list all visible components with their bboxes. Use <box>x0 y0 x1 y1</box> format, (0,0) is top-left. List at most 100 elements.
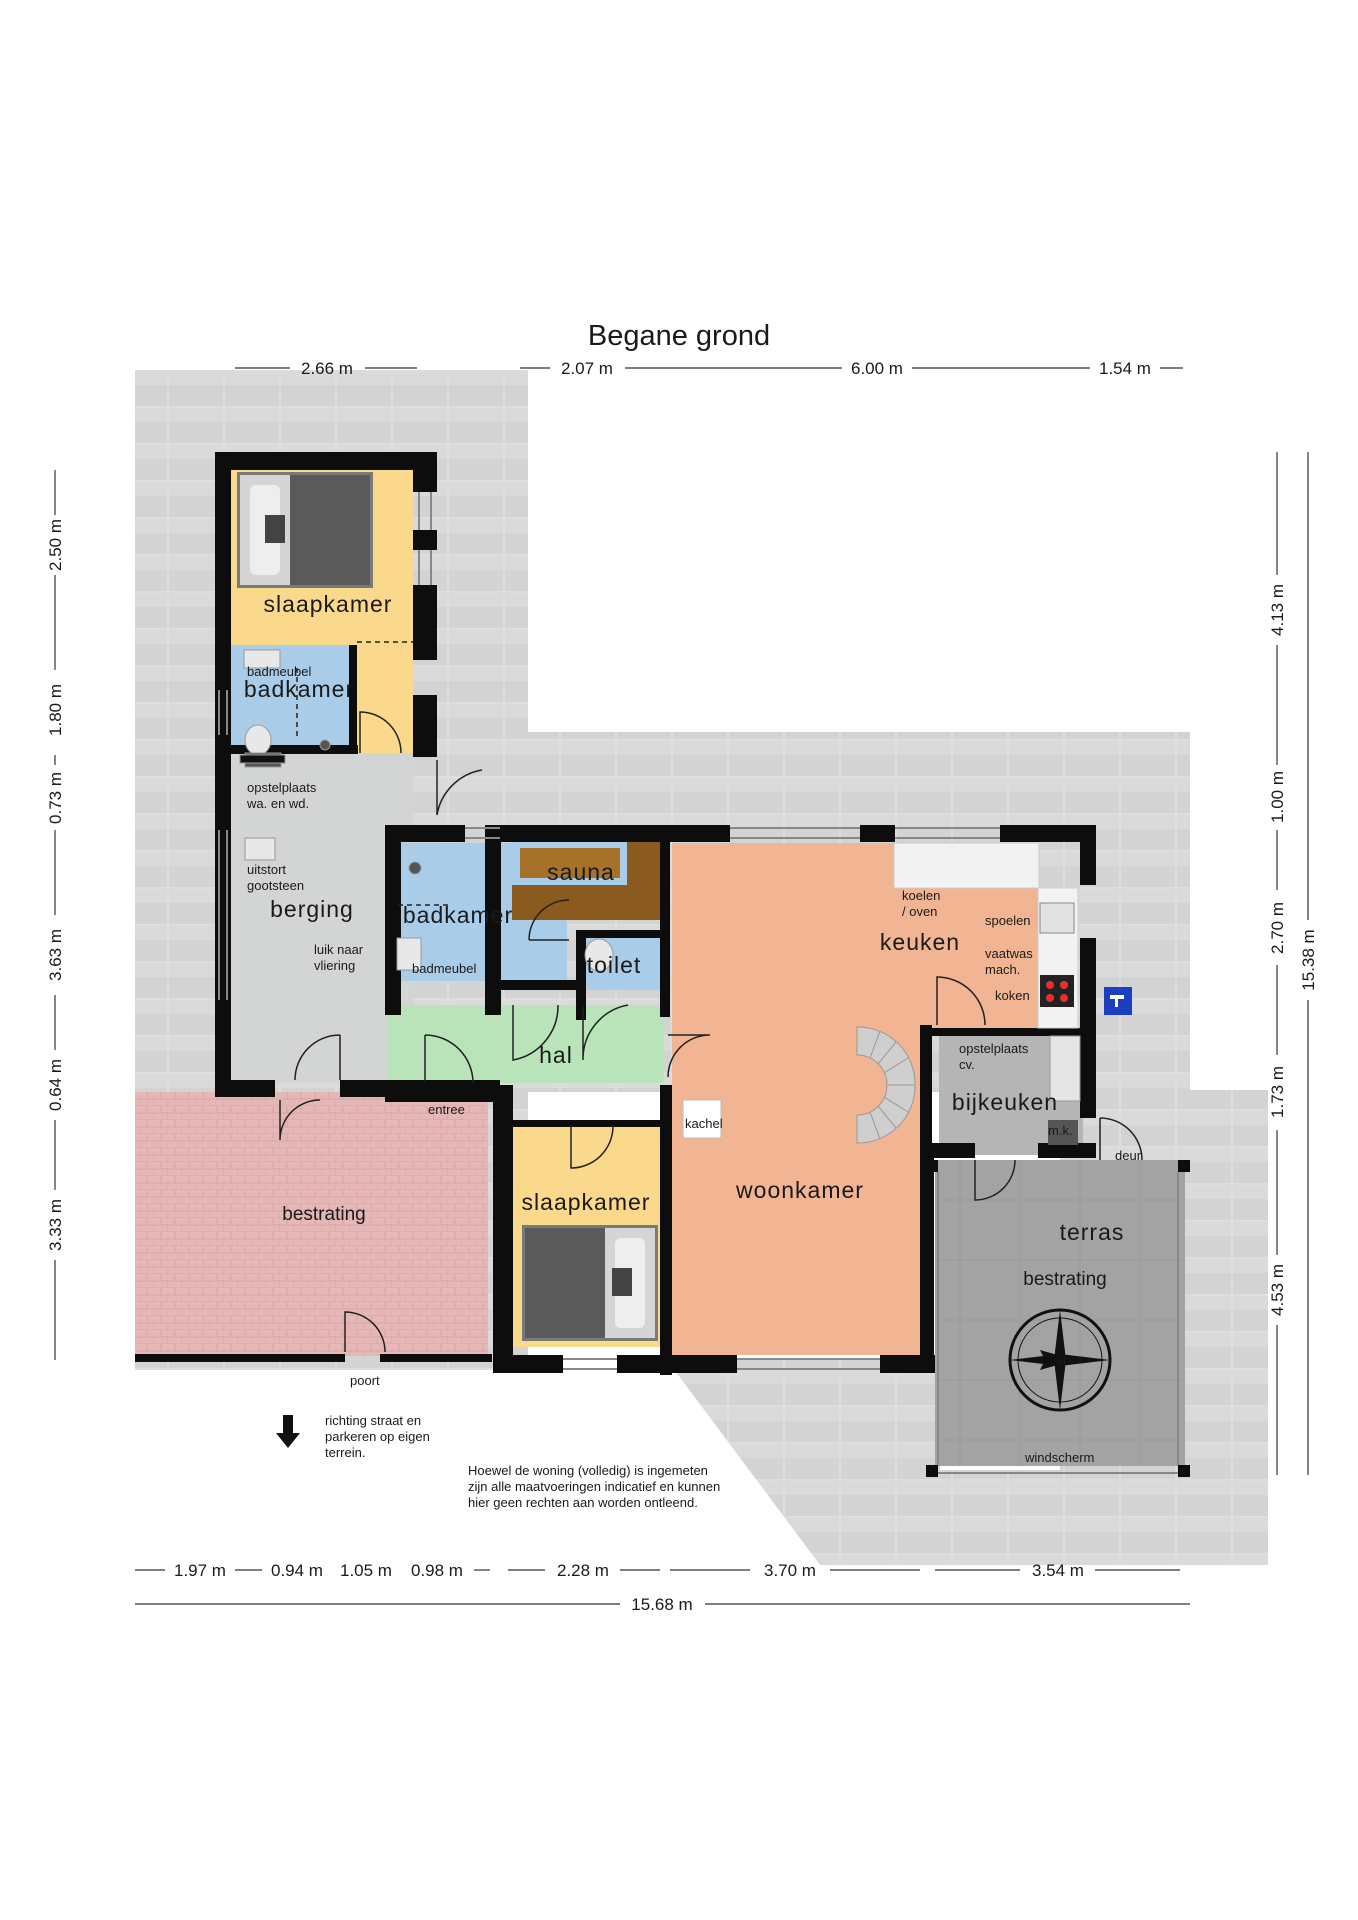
arrow-down-icon <box>276 1415 300 1448</box>
label-badkamer-2: badkamer <box>403 902 513 928</box>
label-badkamer-1: badkamer <box>244 676 354 702</box>
room-labels: slaapkamer badkamer berging badkamer sau… <box>244 591 1125 1290</box>
bestrating-area <box>135 1092 488 1356</box>
label-spoelen: spoelen <box>985 913 1031 928</box>
note-street-3: terrein. <box>325 1445 365 1460</box>
dim-left-4: 3.63 m <box>46 929 65 981</box>
label-bijkeuken: bijkeuken <box>952 1089 1058 1115</box>
kitchen-counter <box>893 842 1081 1145</box>
dim-left-3: 0.73 m <box>46 772 65 824</box>
label-keuken: keuken <box>880 929 960 955</box>
dashed-lines <box>296 641 450 906</box>
dim-right-total: 15.38 m <box>1299 929 1318 990</box>
dimension-lines <box>54 367 1309 1605</box>
label-koelen-2: / oven <box>902 904 937 919</box>
label-hal: hal <box>539 1042 573 1068</box>
dim-bottom-6: 3.70 m <box>764 1561 816 1580</box>
compass-icon: N <box>1008 1308 1112 1412</box>
label-vaatwas-1: vaatwas <box>985 946 1033 961</box>
dim-top-2: 2.07 m <box>561 359 613 378</box>
label-terras-bestrating: bestrating <box>1023 1269 1106 1290</box>
dim-bottom-3: 1.05 m <box>340 1561 392 1580</box>
dim-left-1: 2.50 m <box>46 519 65 571</box>
label-badmeubel-1: badmeubel <box>247 664 311 679</box>
label-deur: deur <box>1115 1148 1142 1163</box>
toilet-1-icon <box>244 724 272 756</box>
svg-text:N: N <box>1058 1357 1066 1369</box>
notes: richting straat en parkeren op eigen ter… <box>325 1413 720 1510</box>
note-disclaimer-3: hier geen rechten aan worden ontleend. <box>468 1495 698 1510</box>
label-sauna: sauna <box>547 859 615 885</box>
label-luik-1: luik naar <box>314 942 364 957</box>
dim-bottom-5: 2.28 m <box>557 1561 609 1580</box>
label-vaatwas-2: mach. <box>985 962 1020 977</box>
label-opstelplaats-2: wa. en wd. <box>246 796 309 811</box>
label-luik-2: vliering <box>314 958 355 973</box>
label-opstelplaats-1: opstelplaats <box>247 780 317 795</box>
label-woonkamer: woonkamer <box>735 1177 864 1203</box>
dim-bottom-total: 15.68 m <box>631 1595 692 1614</box>
label-poort: poort <box>350 1373 380 1388</box>
cooktop-icon <box>1040 975 1074 1007</box>
bath-fixtures <box>239 649 614 972</box>
dim-bottom-7: 3.54 m <box>1032 1561 1084 1580</box>
dim-left-6: 3.33 m <box>46 1199 65 1251</box>
keuken-fill <box>920 888 1043 1028</box>
windows <box>218 492 1179 1474</box>
label-windscherm: windscherm <box>1024 1450 1094 1465</box>
label-badmeubel-2: badmeubel <box>412 961 476 976</box>
walls <box>135 452 1190 1477</box>
bed-2-icon <box>522 1225 658 1341</box>
note-street-1: richting straat en <box>325 1413 421 1428</box>
label-cv-1: opstelplaats <box>959 1041 1029 1056</box>
sink-2-icon <box>396 937 422 971</box>
label-berging: berging <box>270 896 354 922</box>
utility-sink-icon <box>244 837 276 861</box>
label-slaapkamer-2: slaapkamer <box>522 1189 651 1215</box>
label-mk: m.k. <box>1048 1123 1073 1138</box>
bed-1-icon <box>237 472 373 588</box>
sink-icon <box>1039 902 1075 934</box>
hal-fill <box>387 1005 664 1083</box>
dimension-labels: 2.66 m 2.07 m 6.00 m 1.54 m 2.50 m 1.80 … <box>46 359 1318 1614</box>
dim-bottom-1: 1.97 m <box>174 1561 226 1580</box>
label-kachel: kachel <box>685 1116 723 1131</box>
toilet-2-icon <box>584 938 614 972</box>
sauna-bench-icon <box>520 848 620 878</box>
berging-fill <box>230 753 413 1083</box>
dim-left-2: 1.80 m <box>46 684 65 736</box>
label-bestrating: bestrating <box>282 1204 365 1225</box>
dim-bottom-2: 0.94 m <box>271 1561 323 1580</box>
label-slaapkamer-1: slaapkamer <box>264 591 393 617</box>
water-tap-icon <box>1104 987 1132 1015</box>
dim-right-1: 4.13 m <box>1268 584 1287 636</box>
label-terras: terras <box>1060 1219 1125 1245</box>
slaapkamer-1-hall-fill <box>357 645 413 753</box>
dim-right-3: 2.70 m <box>1268 902 1287 954</box>
dim-right-2: 1.00 m <box>1268 771 1287 823</box>
fixture-labels: badmeubel opstelplaats wa. en wd. uitsto… <box>246 664 1142 1465</box>
label-koken: koken <box>995 988 1030 1003</box>
doors <box>279 711 1143 1353</box>
label-entree: entree <box>428 1102 465 1117</box>
label-koelen-1: koelen <box>902 888 940 903</box>
label-uitstort-2: gootsteen <box>247 878 304 893</box>
note-street-2: parkeren op eigen <box>325 1429 430 1444</box>
label-uitstort-1: uitstort <box>247 862 286 877</box>
dim-bottom-4: 0.98 m <box>411 1561 463 1580</box>
dim-left-5: 0.64 m <box>46 1059 65 1111</box>
label-toilet: toilet <box>587 952 642 978</box>
kachel-icon <box>682 1099 722 1139</box>
woonkamer-fill <box>672 843 920 1355</box>
note-disclaimer-2: zijn alle maatvoeringen indicatief en ku… <box>468 1479 720 1494</box>
sink-1-icon <box>243 649 281 669</box>
dim-top-1: 2.66 m <box>301 359 353 378</box>
label-cv-2: cv. <box>959 1057 975 1072</box>
dim-right-4: 1.73 m <box>1268 1066 1287 1118</box>
note-disclaimer-1: Hoewel de woning (volledig) is ingemeten <box>468 1463 708 1478</box>
dim-top-3: 6.00 m <box>851 359 903 378</box>
plan-title: Begane grond <box>588 320 770 352</box>
dim-top-4: 1.54 m <box>1099 359 1151 378</box>
stairs-icon <box>856 1026 916 1144</box>
